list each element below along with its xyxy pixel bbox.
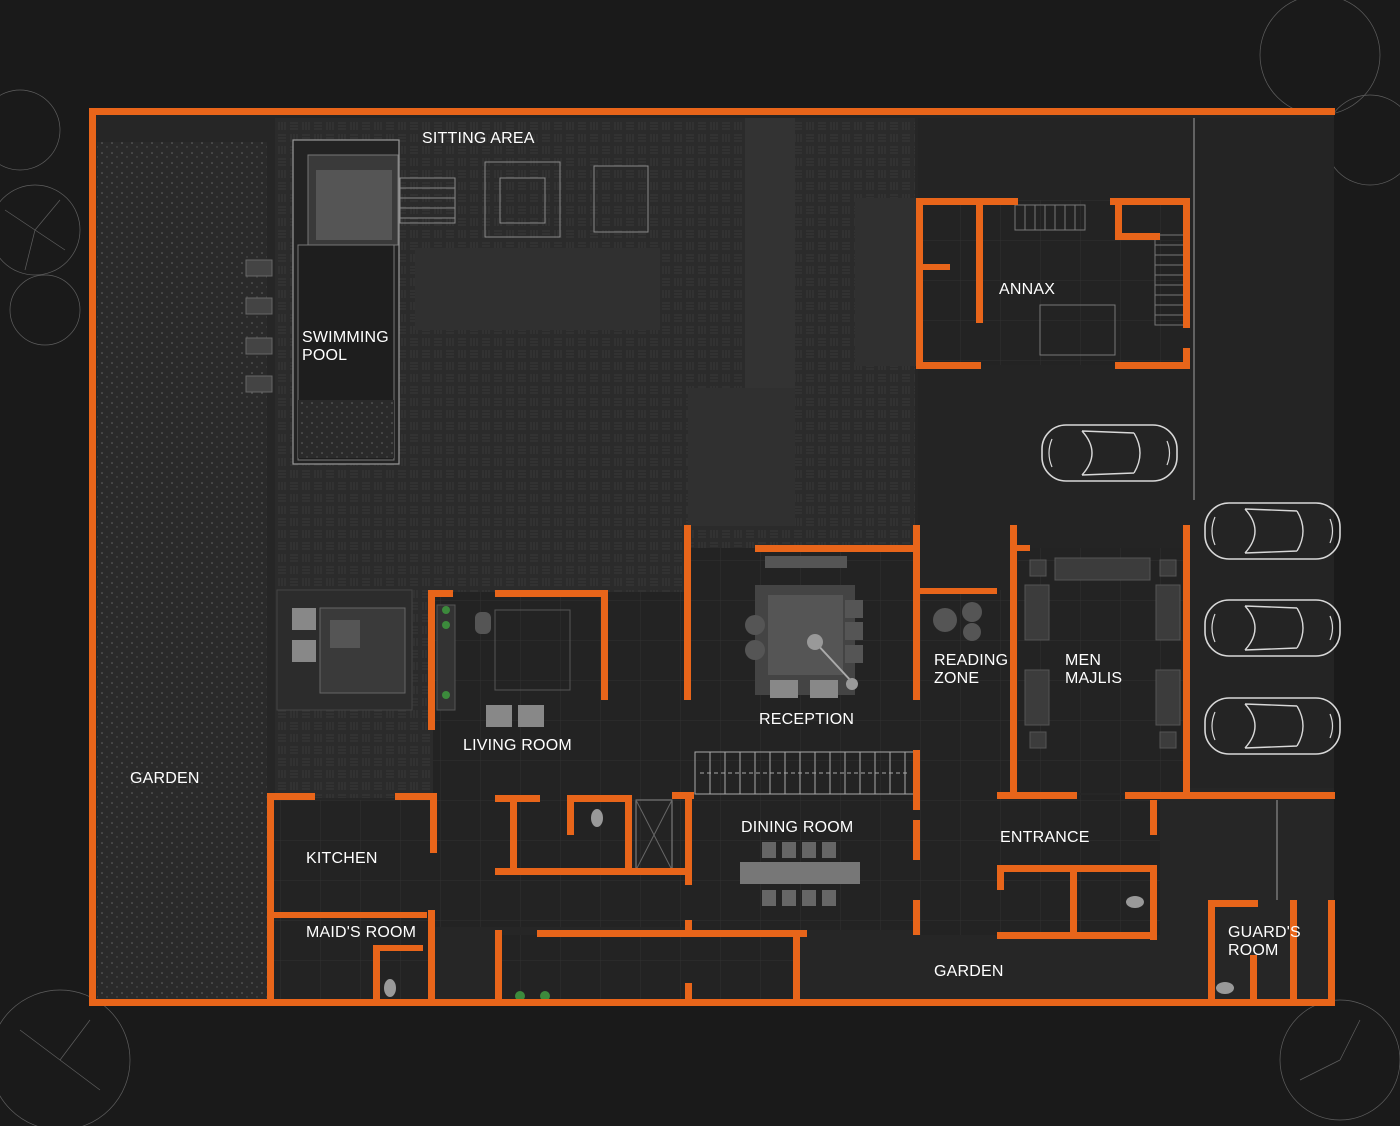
label-reception: RECEPTION <box>759 711 855 728</box>
swimming-pool <box>245 139 400 465</box>
staircase-icon <box>1014 204 1186 356</box>
label-reading-zone: READING ZONE <box>934 652 1009 687</box>
plant-icon <box>515 991 550 1001</box>
dining-table-icon <box>740 842 860 906</box>
majlis-seating <box>1024 557 1181 749</box>
walls <box>89 108 1335 1006</box>
label-men-majlis: MEN MAJLIS <box>1065 652 1123 687</box>
label-kitchen: KITCHEN <box>306 850 378 867</box>
label-annax: ANNAX <box>999 281 1056 298</box>
label-garden-left: GARDEN <box>130 770 200 787</box>
shower-cross <box>635 799 673 871</box>
label-swimming-pool: SWIMMING POOL <box>302 329 389 364</box>
toilet-icon <box>384 809 1234 997</box>
label-entrance: ENTRANCE <box>1000 829 1090 846</box>
sofa-icon <box>436 604 571 727</box>
label-sitting-area: SITTING AREA <box>422 130 535 147</box>
reading-chairs <box>933 602 982 641</box>
label-guards-room: GUARD'S ROOM <box>1228 924 1301 959</box>
label-maids-room: MAID'S ROOM <box>306 924 417 941</box>
sofa-icon <box>276 589 413 711</box>
label-dining-room: DINING ROOM <box>741 819 854 836</box>
label-living-room: LIVING ROOM <box>463 737 572 754</box>
sitting-area-furniture <box>399 161 649 238</box>
reception-furniture <box>745 556 863 698</box>
label-garden-bottom: GARDEN <box>934 963 1004 980</box>
